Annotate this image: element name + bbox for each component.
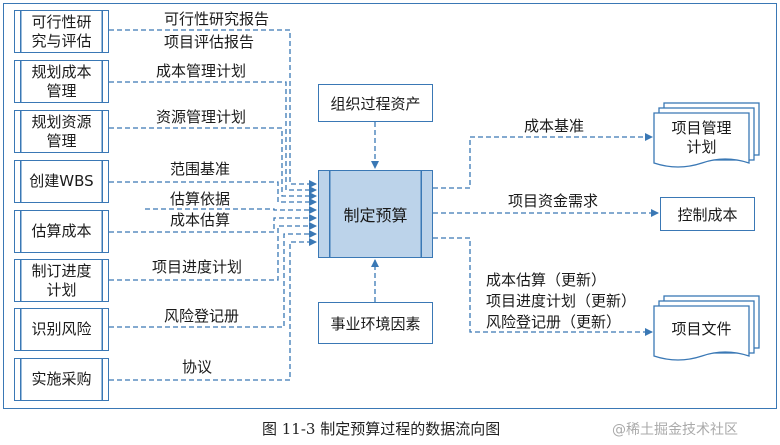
- label-cost-estimate-update: 成本估算（更新）: [486, 271, 607, 289]
- flow-estimate-cost: [109, 214, 317, 233]
- input-box-risk: 识别风险: [14, 308, 109, 351]
- diagram-frame: [3, 3, 777, 409]
- pm-plan-document-icon: [653, 102, 760, 168]
- label-project-evaluation-report: 项目评估报告: [164, 33, 255, 51]
- label-cost-estimate: 成本估算: [170, 211, 231, 229]
- label-estimate-basis: 估算依据: [170, 190, 231, 208]
- label-resource-mgmt-plan: 资源管理计划: [156, 108, 247, 126]
- input-box-create-wbs: 创建WBS: [14, 160, 109, 203]
- label-funding-requirements: 项目资金需求: [508, 192, 599, 210]
- figure-caption: 图 11-3 制定预算过程的数据流向图: [262, 420, 501, 438]
- flow-create-wbs: [109, 181, 317, 206]
- control-cost-box: 控制成本: [660, 197, 755, 231]
- label-cost-mgmt-plan: 成本管理计划: [156, 62, 247, 80]
- project-docs-label: 项目文件: [671, 320, 732, 338]
- flow-project-docs: [433, 237, 653, 336]
- label-schedule-update: 项目进度计划（更新）: [486, 292, 637, 310]
- flow-risk: [109, 230, 317, 328]
- label-risk-register: 风险登记册: [164, 307, 240, 325]
- label-scope-baseline: 范围基准: [170, 160, 231, 178]
- flow-feasibility: [109, 29, 317, 188]
- input-box-schedule: 制订进度计划: [14, 259, 109, 302]
- input-box-plan-cost: 规划成本管理: [14, 60, 109, 103]
- flow-plan-resource: [109, 127, 317, 200]
- input-box-feasibility: 可行性研究与评估: [14, 10, 109, 53]
- enterprise-env-factors-box: 事业环境因素: [318, 302, 433, 344]
- flow-schedule: [109, 222, 317, 281]
- label-schedule-plan: 项目进度计划: [152, 258, 243, 276]
- watermark: @稀土掘金技术社区: [612, 422, 738, 438]
- process-box-budget: 制定预算: [318, 170, 433, 258]
- input-box-estimate-cost: 估算成本: [14, 210, 109, 253]
- flow-plan-cost: [109, 81, 317, 194]
- input-box-plan-resource: 规划资源管理: [14, 110, 109, 153]
- pm-plan-label: 项目管理计划: [671, 119, 732, 156]
- label-cost-baseline: 成本基准: [524, 117, 585, 135]
- input-box-procure: 实施采购: [14, 358, 109, 401]
- label-feasibility-report: 可行性研究报告: [164, 10, 270, 28]
- flow-cost-baseline: [433, 133, 653, 189]
- label-agreement: 协议: [182, 358, 213, 376]
- org-process-assets-box: 组织过程资产: [318, 84, 433, 122]
- project-docs-document-icon: [653, 295, 760, 361]
- flow-estimate-basis: [145, 206, 317, 214]
- label-risk-register-update: 风险登记册（更新）: [486, 313, 622, 331]
- flow-procure: [109, 238, 317, 381]
